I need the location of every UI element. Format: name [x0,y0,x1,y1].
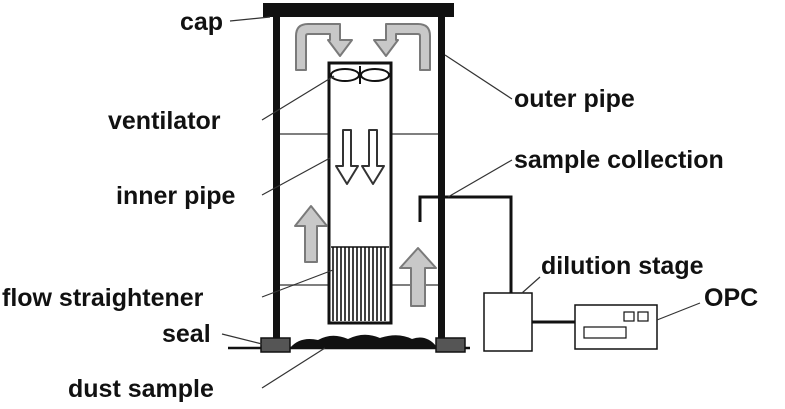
ventilator-blade-right [360,68,390,82]
leader-sample-collection [447,159,513,198]
label-ventilator: ventilator [108,107,221,135]
leader-opc [656,302,701,321]
leader-ventilator [261,75,335,121]
label-outer-pipe: outer pipe [514,85,635,113]
opc-button-2 [637,311,649,322]
down-arrow-right [361,129,385,185]
curved-arrow-right [373,23,431,71]
curved-arrow-left [295,23,353,71]
opc-button-1 [623,311,635,322]
ventilator-blade-left [330,68,360,82]
leader-inner-pipe [261,157,331,196]
seal-left [260,337,291,353]
leader-flow-straightener [261,269,334,298]
label-flow-straightener: flow straightener [2,284,204,312]
up-arrow-right [399,247,437,307]
label-cap: cap [180,8,223,36]
sample-collection-tube [418,195,513,293]
dust-sample-pile [290,334,436,348]
opc-display [583,326,627,339]
label-dust-sample: dust sample [68,375,214,403]
down-arrow-left [335,129,359,185]
leader-dilution-stage [521,276,541,294]
flow-straightener-hatch [331,246,389,321]
label-seal: seal [162,320,211,348]
label-dilution-stage: dilution stage [541,252,704,280]
cap-plate [263,3,454,17]
leader-dust-sample [261,347,326,389]
seal-right [435,337,466,353]
leader-cap [229,16,271,22]
leader-outer-pipe [444,54,513,100]
up-arrow-left [294,205,328,263]
leader-seal [221,333,263,345]
outer-pipe-right-wall [438,17,445,339]
dilution-stage-box [483,292,533,352]
label-sample-collection: sample collection [514,146,724,174]
outer-pipe-left-wall [273,17,280,339]
label-inner-pipe: inner pipe [116,182,236,210]
label-opc: OPC [704,284,758,312]
